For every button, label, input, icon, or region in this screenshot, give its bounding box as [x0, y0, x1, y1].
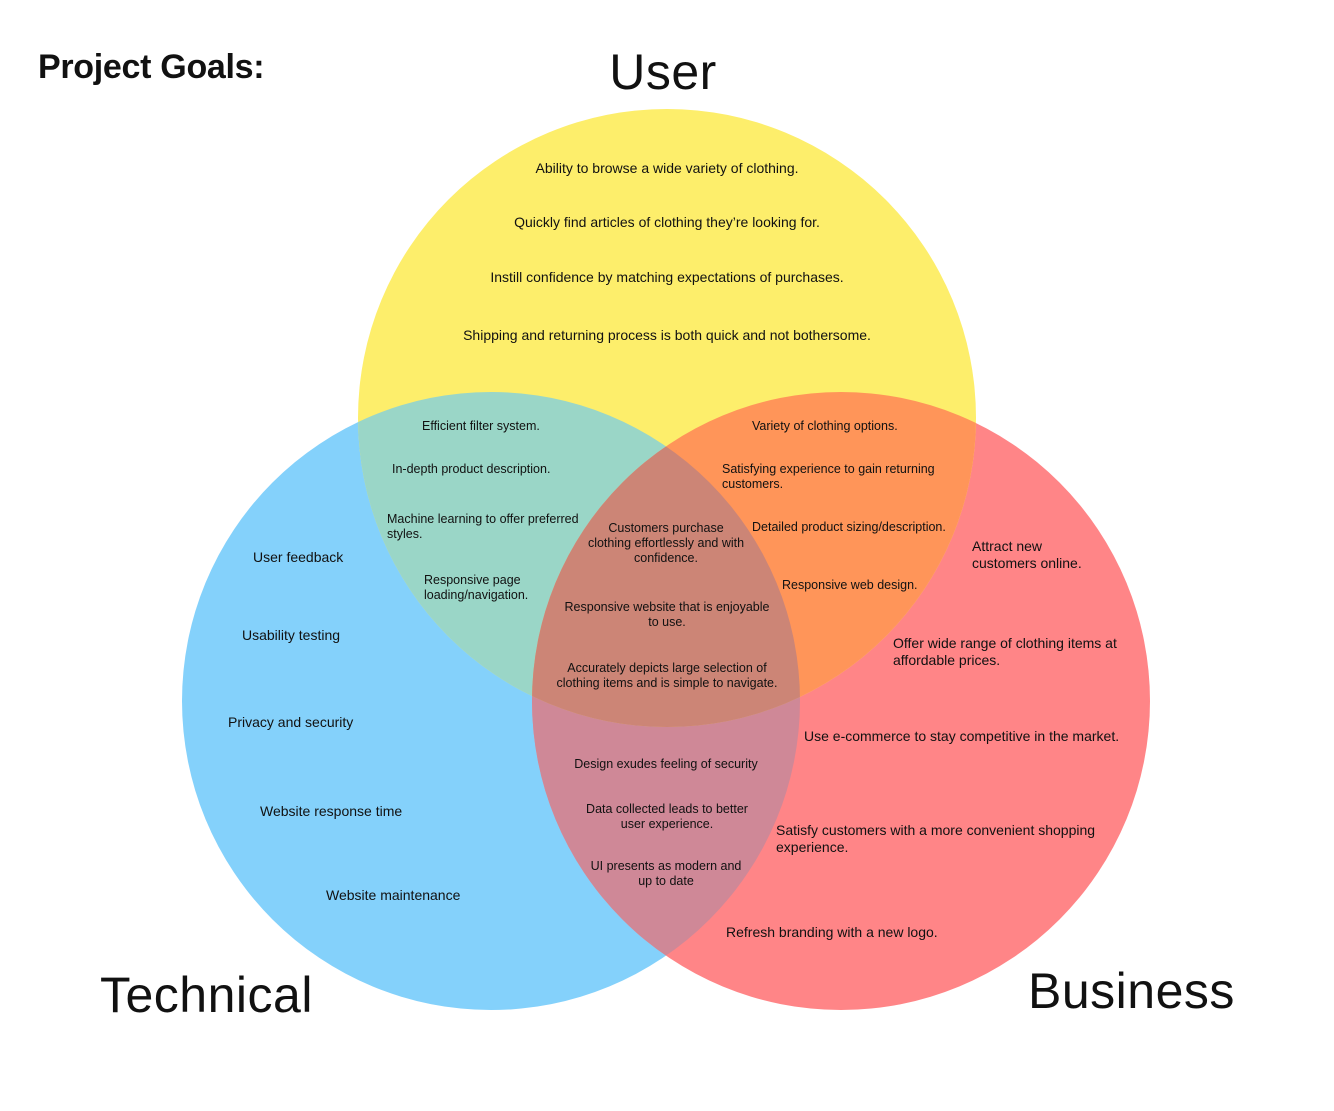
center-item-purchase-confidence: Customers purchase clothing effortlessly…	[587, 521, 745, 565]
user-circle-title: User	[609, 44, 717, 100]
center-overlap	[532, 392, 800, 727]
user-business-item-responsive-design: Responsive web design.	[782, 578, 918, 592]
user-business-item-sizing: Detailed product sizing/description.	[752, 520, 946, 534]
business-goal-attract-customers: Attract new customers online.	[972, 538, 1082, 571]
business-goal-ecommerce: Use e-commerce to stay competitive in th…	[804, 728, 1120, 744]
technical-business-item-modern-ui: UI presents as modern and up to date	[590, 859, 742, 888]
center-item-large-selection: Accurately depicts large selection of cl…	[556, 661, 778, 690]
technical-goal-response-time: Website response time	[260, 803, 403, 819]
user-goal-find-quickly: Quickly find articles of clothing they’r…	[514, 214, 820, 230]
technical-goal-usability-testing: Usability testing	[242, 627, 341, 643]
technical-business-item-data-collected: Data collected leads to better user expe…	[586, 802, 748, 831]
user-technical-item-description: In-depth product description.	[392, 462, 551, 476]
user-business-item-returning-customers: Satisfying experience to gain returning …	[722, 462, 935, 491]
business-goal-refresh-branding: Refresh branding with a new logo.	[726, 924, 938, 940]
user-goal-browse-variety: Ability to browse a wide variety of clot…	[535, 160, 799, 176]
technical-goal-user-feedback: User feedback	[253, 549, 344, 565]
user-goal-instill-confidence: Instill confidence by matching expectati…	[490, 269, 844, 285]
technical-business-item-security-design: Design exudes feeling of security	[574, 757, 758, 771]
center-item-enjoyable-website: Responsive website that is enjoyable to …	[564, 600, 770, 629]
business-circle-title: Business	[1028, 963, 1235, 1019]
user-technical-item-filter: Efficient filter system.	[422, 419, 540, 433]
business-goal-convenient-shopping: Satisfy customers with a more convenient…	[776, 822, 1096, 855]
user-technical-item-machine-learning: Machine learning to offer preferred styl…	[387, 512, 579, 541]
technical-goal-maintenance: Website maintenance	[326, 887, 461, 903]
user-business-item-variety: Variety of clothing options.	[752, 419, 898, 433]
user-goal-shipping-returns: Shipping and returning process is both q…	[463, 327, 871, 343]
business-goal-wide-range: Offer wide range of clothing items at af…	[893, 635, 1117, 668]
user-technical-item-responsive-page: Responsive page loading/navigation.	[424, 573, 529, 602]
technical-circle-title: Technical	[100, 967, 313, 1023]
page-title: Project Goals:	[38, 48, 265, 86]
technical-goal-privacy-security: Privacy and security	[228, 714, 354, 730]
